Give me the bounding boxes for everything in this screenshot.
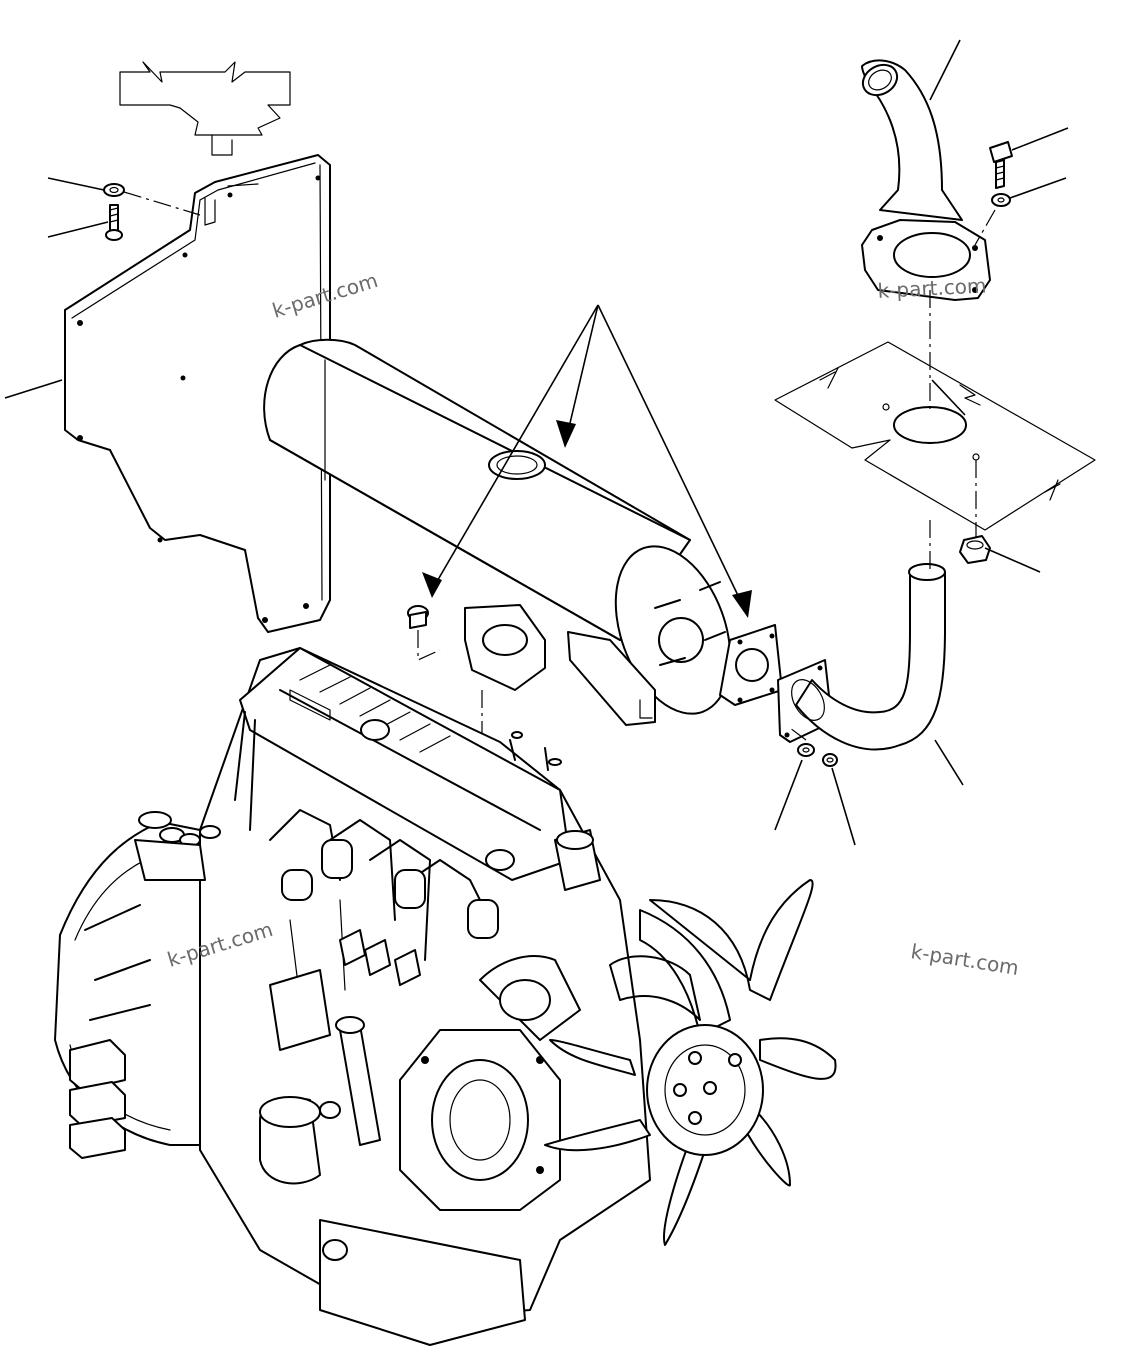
floor-panel-fragment: [119, 61, 291, 156]
muffler-gasket: [719, 624, 783, 706]
muffler-bolt: [407, 605, 483, 745]
cover-bolt: [103, 183, 201, 241]
indicator-arrows: [422, 304, 752, 618]
tail-pipe: [861, 59, 991, 301]
watermark-mid-right: k-part.com: [909, 939, 1020, 980]
pipe-nuts: [789, 727, 838, 767]
exhaust-pipe: [777, 563, 946, 751]
callout-leaders: [4, 39, 1069, 846]
watermark-top-right: k-part.com: [877, 273, 987, 303]
floor-plate: [774, 290, 1096, 570]
plate-nut: [959, 535, 991, 564]
cooling-fan: [544, 879, 837, 1246]
engine: [54, 647, 651, 1346]
cover-plate: [64, 154, 331, 633]
tail-pipe-bolt: [974, 141, 1013, 246]
muffler: [263, 338, 732, 726]
